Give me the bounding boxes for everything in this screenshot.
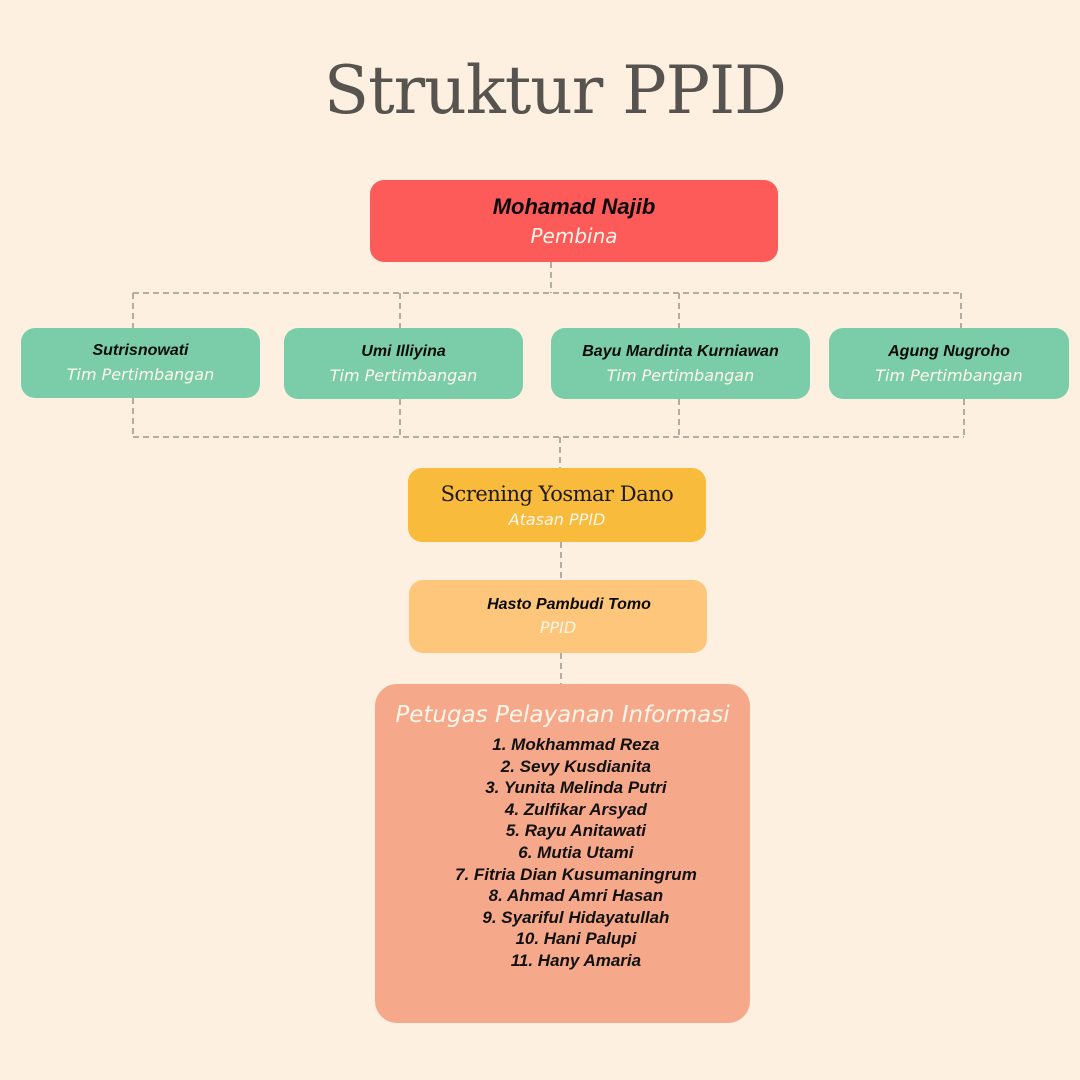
pembina-name: Mohamad Najib — [492, 194, 656, 219]
member-name: Umi Illiyina — [361, 342, 446, 360]
tim-pertimbangan-card: Umi Illiyina Tim Pertimbangan — [284, 328, 523, 399]
list-item: 2. Sevy Kusdianita — [500, 756, 652, 776]
member-name: Agung Nugroho — [888, 342, 1010, 360]
member-role: Tim Pertimbangan — [329, 365, 478, 385]
petugas-list: 1. Mokhammad Reza 2. Sevy Kusdianita 3. … — [455, 734, 697, 972]
ppid-role: PPID — [539, 618, 577, 637]
list-item: 1. Mokhammad Reza — [492, 735, 660, 754]
tim-pertimbangan-card: Sutrisnowati Tim Pertimbangan — [21, 328, 260, 398]
petugas-heading: Petugas Pelayanan Informasi — [395, 702, 730, 728]
list-item: 7. Fitria Dian Kusumaningrum — [455, 864, 697, 884]
list-item: 5. Rayu Anitawati — [505, 821, 646, 841]
list-item: 3. Yunita Melinda Putri — [485, 778, 667, 798]
list-item: 6. Mutia Utami — [518, 842, 634, 862]
member-role: Tim Pertimbangan — [66, 365, 215, 384]
atasan-ppid-role: Atasan PPID — [508, 509, 606, 529]
member-role: Tim Pertimbangan — [875, 365, 1023, 385]
list-item: 11. Hany Amaria — [510, 950, 642, 970]
list-item: 9. Syariful Hidayatullah — [482, 907, 670, 927]
petugas-card: Petugas Pelayanan Informasi 1. Mokhammad… — [375, 684, 750, 1023]
member-role: Tim Pertimbangan — [606, 365, 755, 385]
pembina-card: Mohamad Najib Pembina — [370, 180, 778, 262]
list-item: 4. Zulfikar Arsyad — [504, 799, 647, 819]
member-name: Bayu Mardinta Kurniawan — [582, 342, 779, 360]
list-item: 8. Ahmad Amri Hasan — [488, 886, 664, 906]
pembina-role: Pembina — [530, 224, 618, 248]
atasan-ppid-card: Screning Yosmar Dano Atasan PPID — [408, 468, 706, 542]
member-name: Sutrisnowati — [92, 342, 189, 359]
list-item: 10. Hani Palupi — [515, 929, 637, 949]
ppid-card: Hasto Pambudi Tomo PPID — [409, 580, 707, 653]
tim-pertimbangan-card: Agung Nugroho Tim Pertimbangan — [829, 328, 1069, 399]
atasan-ppid-name: Screning Yosmar Dano — [440, 481, 674, 506]
ppid-name: Hasto Pambudi Tomo — [487, 596, 651, 613]
page-title: Struktur PPID — [323, 52, 787, 129]
tim-pertimbangan-card: Bayu Mardinta Kurniawan Tim Pertimbangan — [551, 328, 810, 399]
